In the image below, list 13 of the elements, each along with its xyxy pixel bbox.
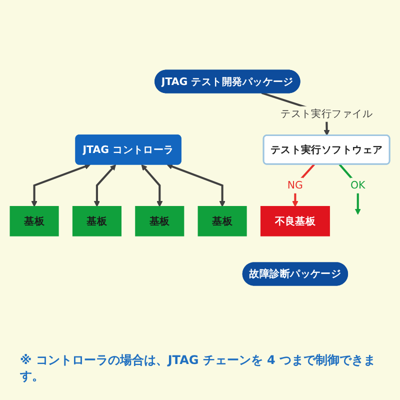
edge-label: テスト実行ファイル [280, 107, 373, 120]
node-box: 基板 [10, 206, 59, 236]
note-text: ※ コントローラの場合は、JTAG チェーンを 4 つまで制御できます。 [20, 352, 377, 384]
arrow [94, 164, 116, 207]
node-box: 基板 [198, 206, 247, 236]
arrow [166, 163, 226, 207]
edge-label: NG [287, 178, 303, 192]
edge-label: OK [350, 178, 366, 192]
node-box: 不良基板 [260, 206, 330, 236]
node-box: 基板 [135, 206, 184, 236]
node-box: 基板 [72, 206, 122, 236]
arrow [31, 163, 91, 207]
arrow [141, 164, 163, 207]
